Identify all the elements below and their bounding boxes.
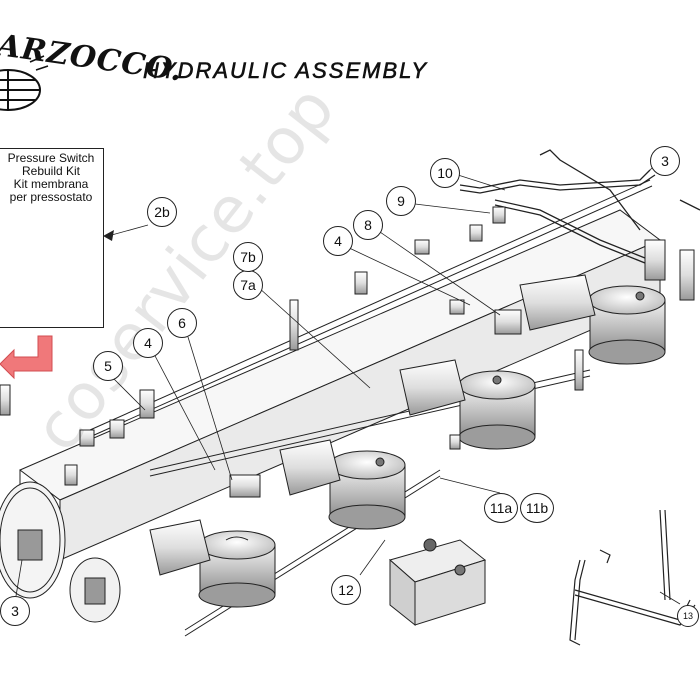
group-unit-3 [399, 359, 536, 450]
callout-3-top: 3 [650, 146, 680, 176]
logo-globe-icon [0, 55, 49, 111]
electrical-box [388, 538, 487, 627]
group-unit-4 [519, 274, 666, 365]
upper-pipework [459, 149, 700, 266]
callout-7b: 7b [233, 242, 263, 272]
callout-3-bottom: 3 [0, 596, 30, 626]
leader-lines [15, 167, 681, 605]
kit-label-line-4: per pressostato [9, 190, 93, 204]
boiler-flange [0, 481, 121, 623]
callout-2b: 2b [147, 197, 177, 227]
callout-12: 12 [331, 575, 361, 605]
callout-6: 6 [167, 308, 197, 338]
group-unit-2 [279, 439, 406, 530]
pressure-switch-kit-box: Pressure Switch Rebuild Kit Kit membrana… [0, 148, 104, 328]
callout-5: 5 [93, 351, 123, 381]
pointer-arrow-icon [0, 335, 53, 380]
callout-8: 8 [353, 210, 383, 240]
page-title: HYDRAULIC ASSEMBLY [143, 58, 429, 84]
kit-label-line-3: Kit membrana [13, 177, 89, 191]
kit-label-line-1: Pressure Switch [7, 151, 95, 165]
callout-13: 13 [677, 605, 699, 627]
callout-11a: 11a [484, 493, 518, 523]
kit-arrow-icon [103, 230, 114, 241]
callout-4-lower: 4 [133, 328, 163, 358]
group-unit-1 [149, 519, 276, 608]
fittings [0, 206, 695, 498]
callout-11b: 11b [520, 493, 554, 523]
callout-9: 9 [386, 186, 416, 216]
callout-10: 10 [430, 158, 460, 188]
kit-label-line-2: Rebuild Kit [21, 164, 81, 178]
callout-4-upper: 4 [323, 226, 353, 256]
drain-line [569, 509, 696, 646]
callout-7a: 7a [233, 270, 263, 300]
